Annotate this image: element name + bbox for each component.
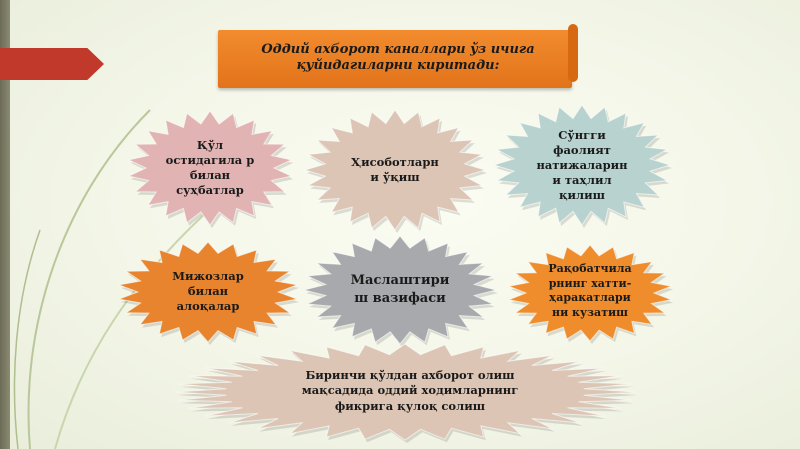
node-label-consult: Маслаштири ш вазифаси	[350, 273, 450, 306]
left-accent-strip	[0, 0, 10, 449]
banner-title: Оддий ахборот каналлари ўз ичига қуйидаг…	[261, 42, 535, 73]
red-arrow-decoration	[0, 48, 104, 80]
burst-shape-reports	[303, 109, 487, 231]
curve-line-3	[13, 229, 41, 449]
node-label-competitors: Рақобатчила рнинг хатти-ҳаракатлари ни к…	[548, 262, 632, 319]
burst-shape-consult	[303, 235, 497, 345]
burst-shape-firsthand	[174, 343, 636, 441]
burst-shape-results	[492, 104, 672, 226]
node-label-reports: Ҳисоботларн и ўқиш	[351, 155, 439, 184]
node-label-firsthand: Биринчи қўлдан ахборот олиш мақсадида од…	[301, 367, 519, 413]
banner-scroll-end	[568, 24, 578, 82]
title-banner: Оддий ахборот каналлари ўз ичига қуйидаг…	[218, 24, 578, 90]
burst-shape-competitors	[507, 244, 673, 342]
curve-line-1	[27, 109, 151, 449]
burst-shape-hand	[127, 110, 293, 226]
node-label-hand: Қўл остидагила р билан суҳбатлар	[165, 138, 255, 197]
banner-body	[218, 30, 572, 88]
burst-shape-clients	[117, 241, 299, 343]
curve-line-2	[54, 199, 221, 449]
node-label-results: Сўнгги фаолият натижаларин и таҳлил қили…	[536, 127, 628, 202]
node-label-clients: Мижозлар билан алоқалар	[172, 268, 244, 313]
